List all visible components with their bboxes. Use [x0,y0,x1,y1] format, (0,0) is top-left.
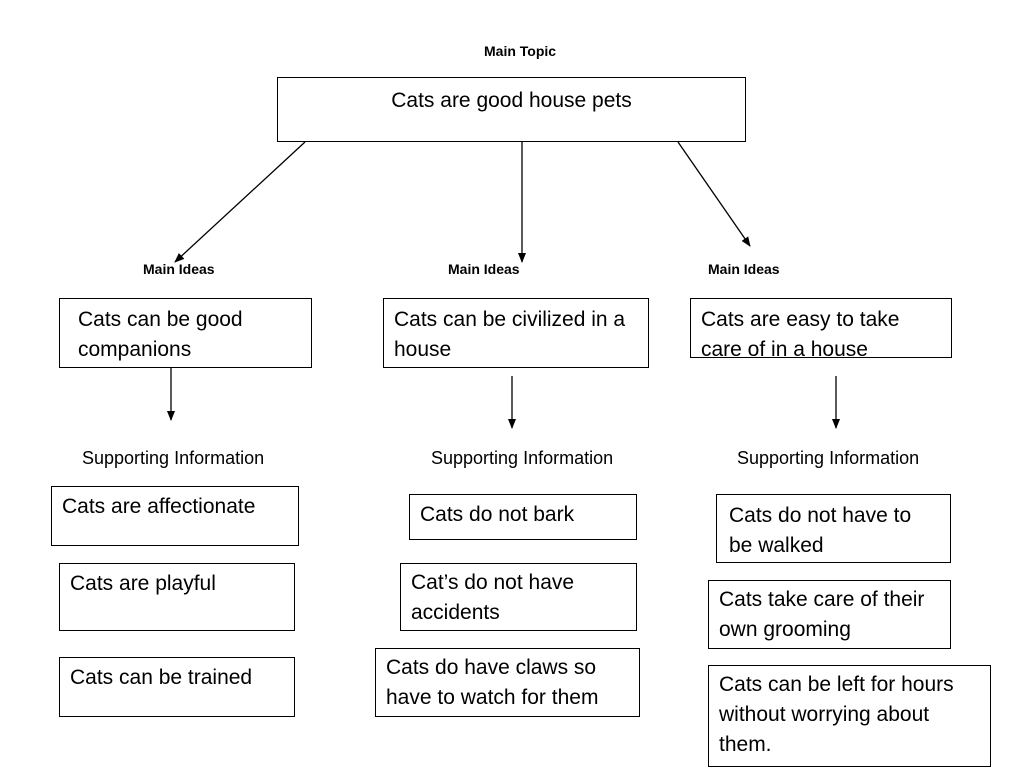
support-box-3-2: Cats take care of their own grooming [708,580,951,649]
main-ideas-heading-2: Main Ideas [448,261,520,277]
supporting-info-heading-1: Supporting Information [82,448,265,468]
support-box-1-2: Cats are playful [59,563,295,631]
support-box-3-1: Cats do not have to be walked [716,494,951,563]
main-topic-box: Cats are good house pets [277,77,746,142]
support-box-2-3: Cats do have claws so have to watch for … [375,648,640,717]
arrow-topic-to-idea-1 [174,141,306,263]
support-box-1-1: Cats are affectionate [51,486,299,546]
arrow-topic-to-idea-3 [677,141,751,247]
main-ideas-heading-3: Main Ideas [708,261,780,277]
main-idea-box-1: Cats can be good companions [59,298,312,368]
main-ideas-heading-1: Main Ideas [143,261,215,277]
main-idea-box-3: Cats are easy to take care of in a house [690,298,952,358]
support-box-3-3: Cats can be left for hours without worry… [708,665,991,767]
main-idea-box-2: Cats can be civilized in a house [383,298,649,368]
support-box-1-3: Cats can be trained [59,657,295,717]
main-topic-label: Main Topic [484,43,557,59]
support-box-2-1: Cats do not bark [409,494,637,540]
supporting-info-heading-3: Supporting Information [737,448,920,468]
support-box-2-2: Cat’s do not have accidents [400,563,637,631]
supporting-info-heading-2: Supporting Information [431,448,614,468]
